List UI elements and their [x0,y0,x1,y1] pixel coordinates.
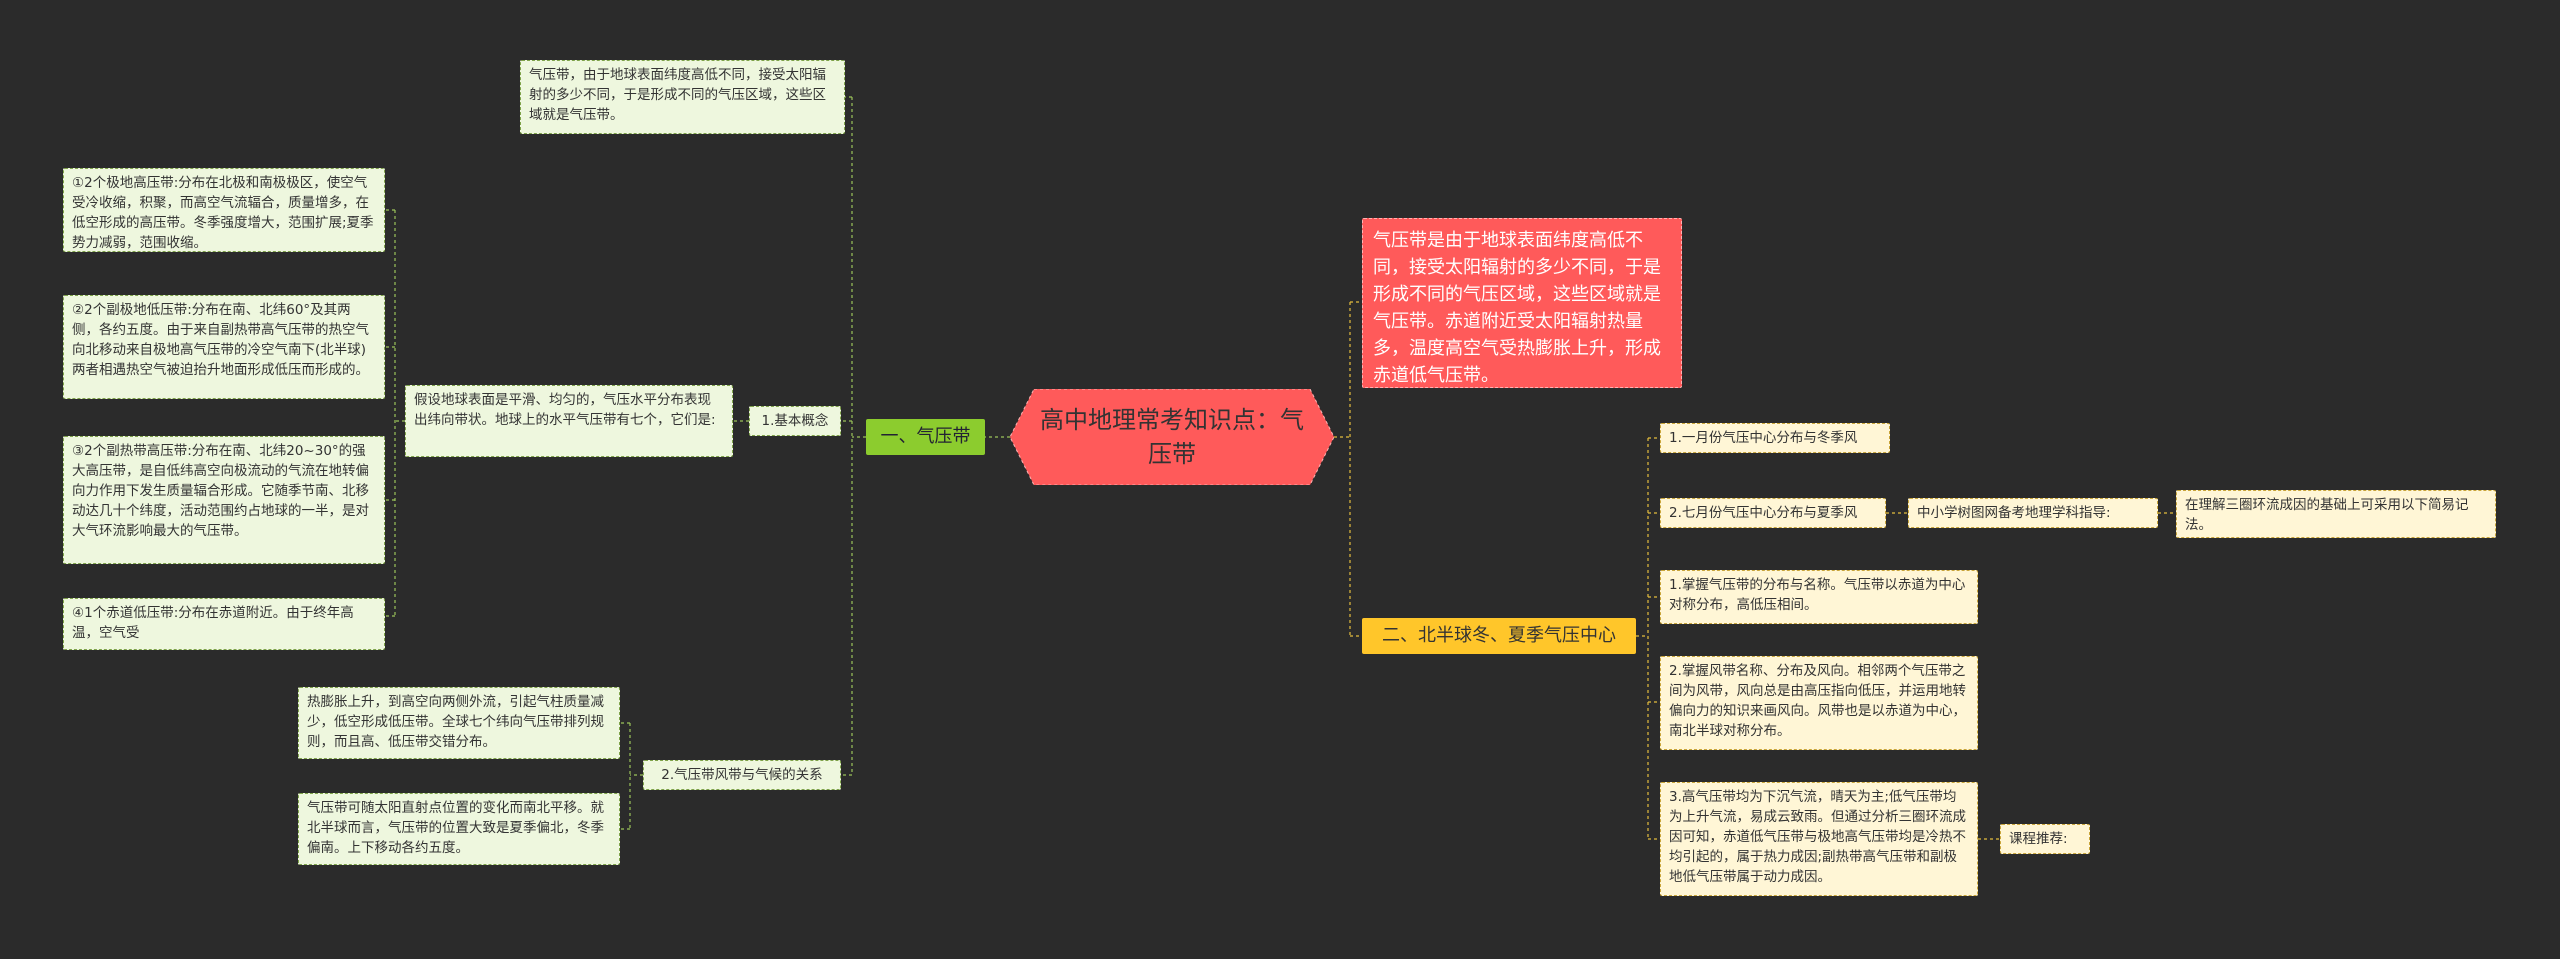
right-item-5-child[interactable]: 课程推荐: [2000,824,2090,854]
root-hexagon-shape [1010,389,1334,485]
sub2-label[interactable]: 2.气压带风带与气候的关系 [643,760,841,790]
left-branch-title[interactable]: 一、气压带 [866,419,985,455]
pressure-belt-item-4[interactable]: ④1个赤道低压带:分布在赤道附近。由于终年高温，空气受 [63,598,385,650]
pressure-belt-item-2[interactable]: ②2个副极地低压带:分布在南、北纬60°及其两侧，各约五度。由于来自副热带高气压… [63,295,385,399]
sub2-item-1[interactable]: 热膨胀上升，到高空向两侧外流，引起气柱质量减少，低空形成低压带。全球七个纬向气压… [298,687,620,759]
sub1-label[interactable]: 1.基本概念 [749,406,841,436]
right-branch-title[interactable]: 二、北半球冬、夏季气压中心 [1362,618,1636,654]
right-item-2-child[interactable]: 中小学树图网备考地理学科指导: [1908,498,2158,528]
pressure-belt-item-3[interactable]: ③2个副热带高压带:分布在南、北纬20~30°的强大高压带，是自低纬高空向极流动… [63,436,385,564]
right-item-3[interactable]: 1.掌握气压带的分布与名称。气压带以赤道为中心对称分布，高低压相间。 [1660,570,1978,624]
root-title: 高中地理常考知识点：气压带 [1040,406,1304,468]
pressure-belt-item-1[interactable]: ①2个极地高压带:分布在北极和南极极区，使空气受冷收缩，积聚，而高空气流辐合，质… [63,168,385,252]
root-node[interactable]: 高中地理常考知识点：气压带 [1010,389,1334,485]
right-definition-box[interactable]: 气压带是由于地球表面纬度高低不同，接受太阳辐射的多少不同，于是形成不同的气压区域… [1362,218,1682,388]
left-top-note[interactable]: 气压带，由于地球表面纬度高低不同，接受太阳辐射的多少不同，于是形成不同的气压区域… [520,60,845,134]
right-item-2[interactable]: 2.七月份气压中心分布与夏季风 [1660,498,1886,528]
right-item-1[interactable]: 1.一月份气压中心分布与冬季风 [1660,423,1890,453]
sub2-item-2[interactable]: 气压带可随太阳直射点位置的变化而南北平移。就北半球而言，气压带的位置大致是夏季偏… [298,793,620,865]
sub1-summary[interactable]: 假设地球表面是平滑、均匀的，气压水平分布表现出纬向带状。地球上的水平气压带有七个… [405,385,733,457]
right-item-5[interactable]: 3.高气压带均为下沉气流，晴天为主;低气压带均为上升气流，易成云致雨。但通过分析… [1660,782,1978,896]
right-item-4[interactable]: 2.掌握风带名称、分布及风向。相邻两个气压带之间为风带，风向总是由高压指向低压，… [1660,656,1978,750]
right-item-2-grandchild[interactable]: 在理解三圈环流成因的基础上可采用以下简易记法。 [2176,490,2496,538]
